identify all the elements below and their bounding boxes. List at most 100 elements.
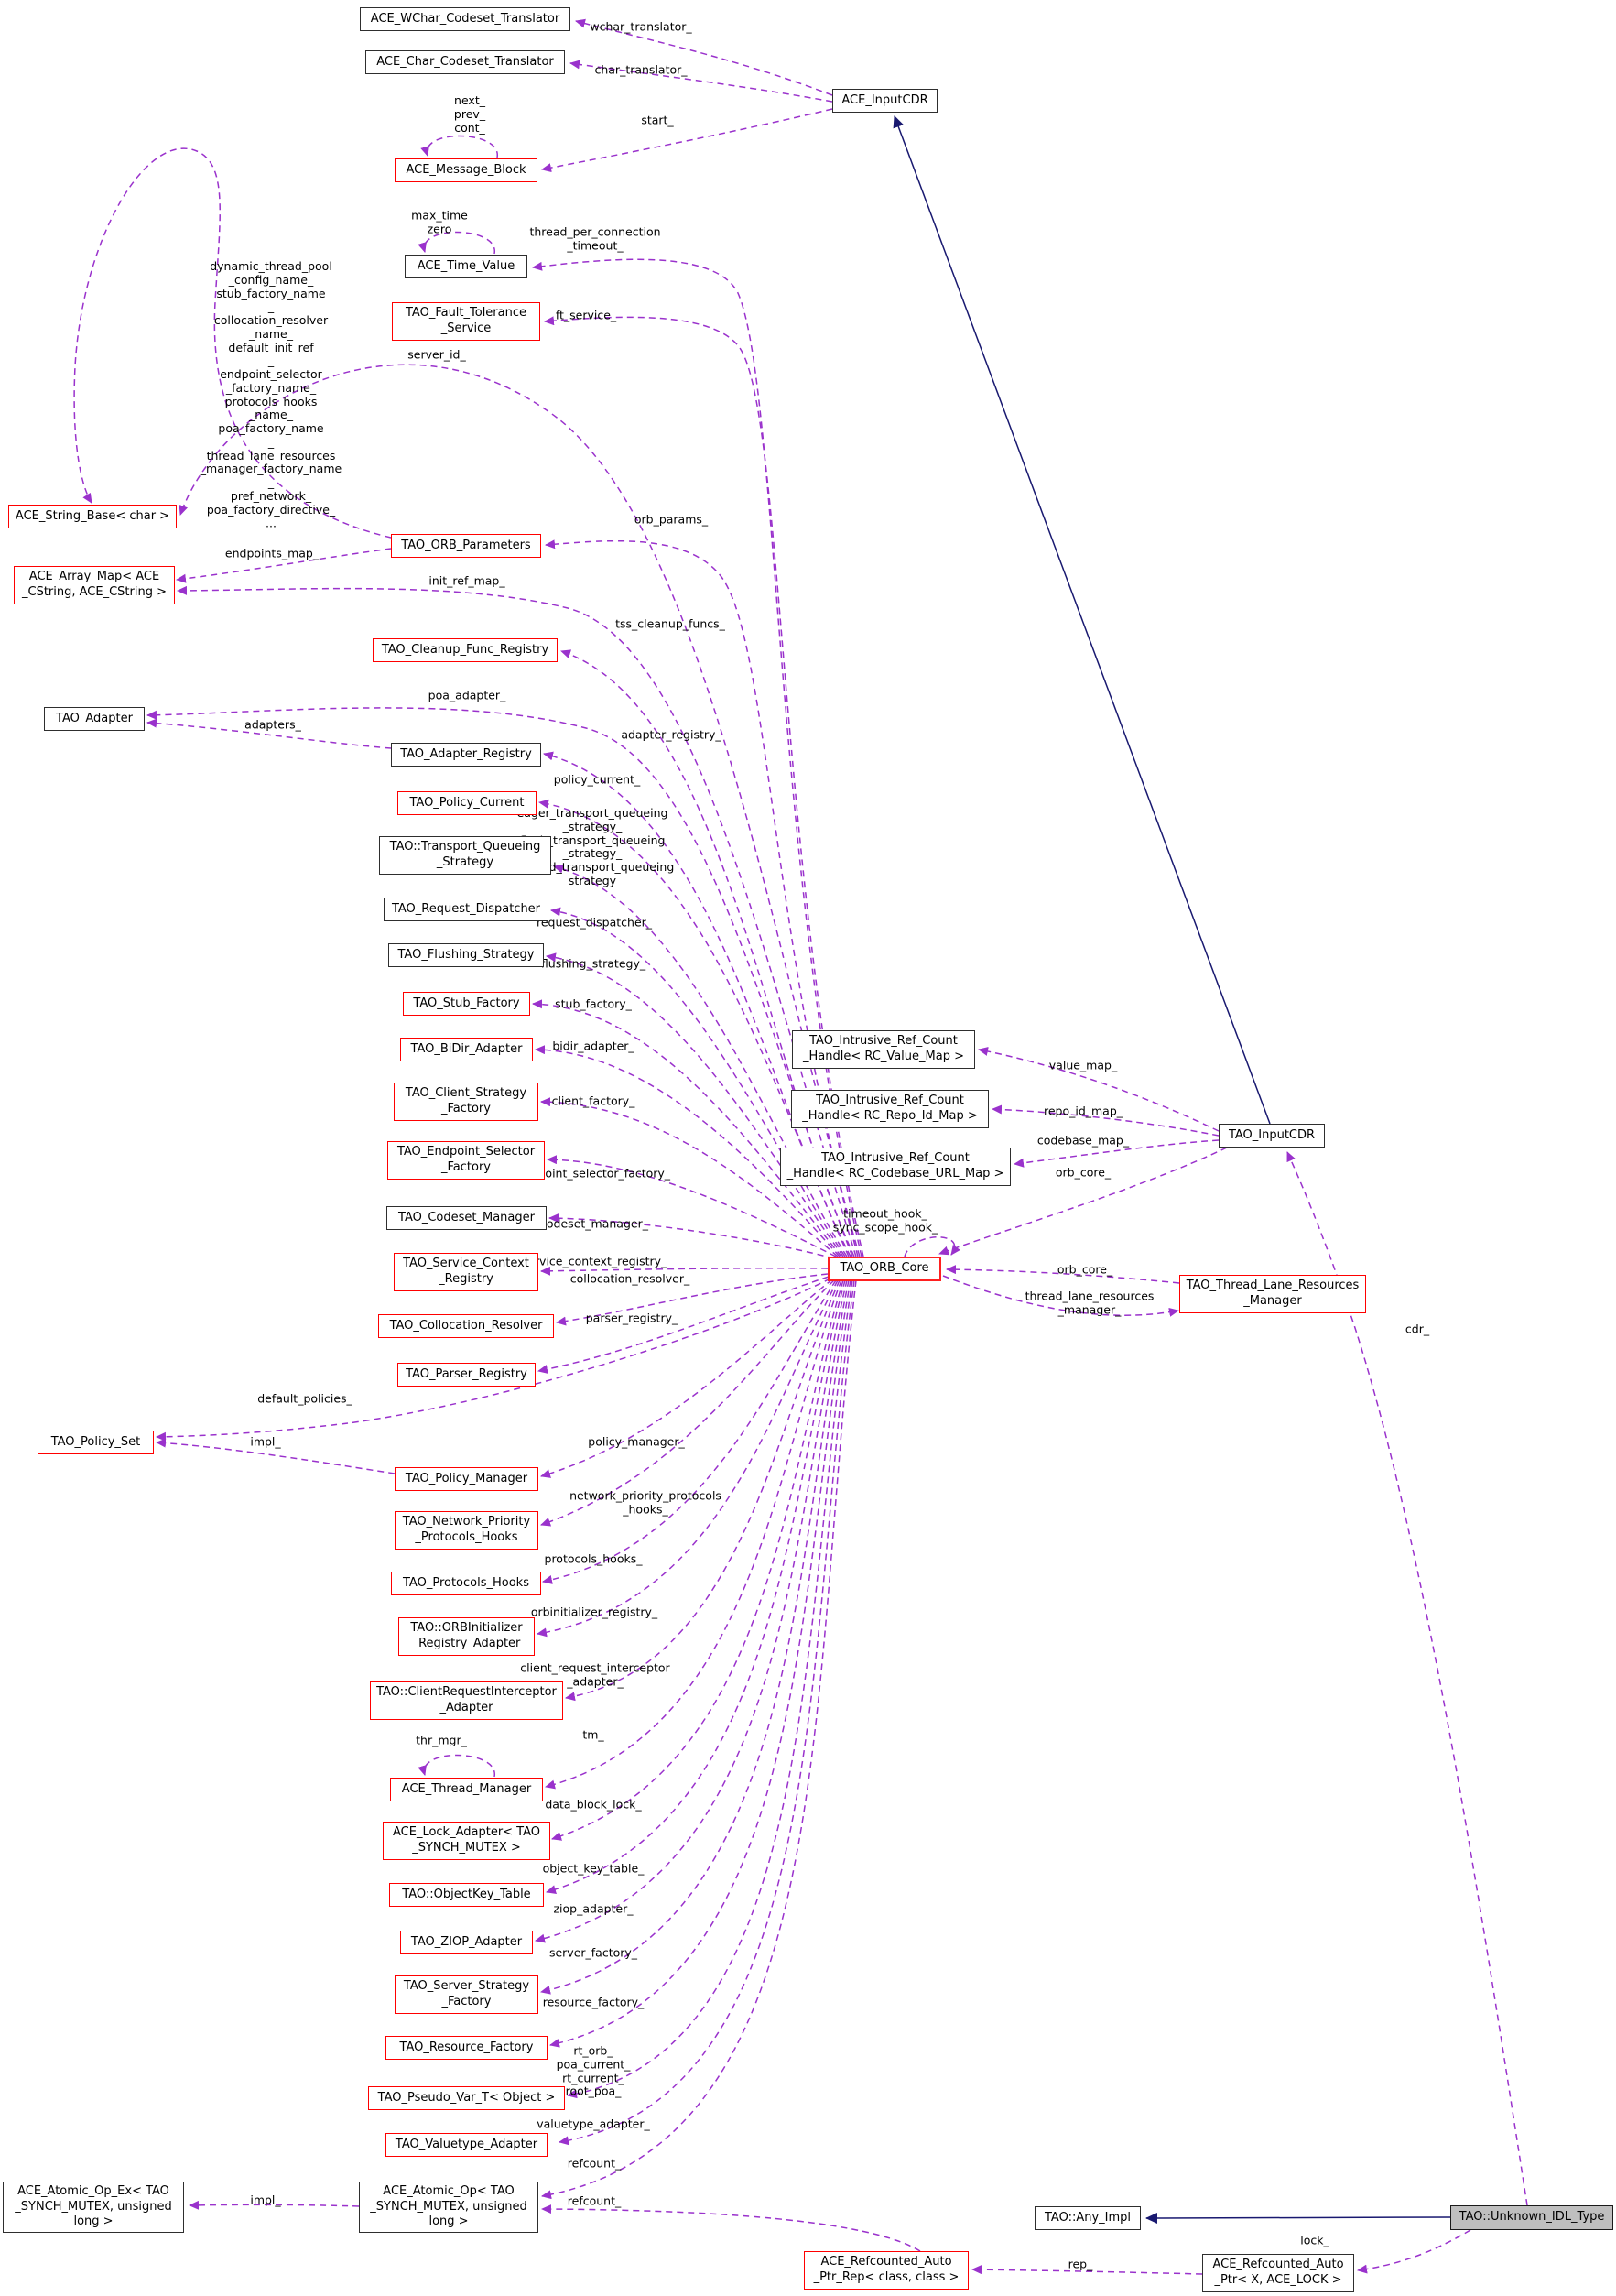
class-node-tao-orb-core[interactable]: TAO_ORB_Core (828, 1257, 941, 1281)
edge-label-orb-core-tlrm: orb_core_ (1057, 1262, 1113, 1277)
class-node-tao-valuetype-adapter[interactable]: TAO_Valuetype_Adapter (385, 2133, 548, 2157)
edge-orbcore-selfloop (904, 1236, 960, 1257)
edge-label-data-block-lock: data_block_lock_ (545, 1797, 642, 1812)
class-node-tao-fault-tolerance-service[interactable]: TAO_Fault_Tolerance _Service (392, 302, 540, 341)
class-node-tao-parser-registry[interactable]: TAO_Parser_Registry (397, 1363, 536, 1387)
edge-label-wchar-translator: wchar_translator_ (590, 19, 692, 34)
edge-label-object-key-table: object_key_table_ (542, 1861, 645, 1876)
class-node-tao-protocols-hooks[interactable]: TAO_Protocols_Hooks (391, 1572, 541, 1595)
edge-msgblk-selfloop (420, 135, 498, 158)
class-node-tao-ziop-adapter[interactable]: TAO_ZIOP_Adapter (400, 1931, 533, 1954)
class-node-tao-unknown-idl-type[interactable]: TAO::Unknown_IDL_Type (1450, 2205, 1613, 2230)
edge-label-tss-cleanup-funcs: tss_cleanup_funcs_ (615, 616, 725, 631)
class-node-tao-pseudo-var-t[interactable]: TAO_Pseudo_Var_T< Object > (368, 2086, 565, 2110)
class-node-tao-intrusive-ref-count-value-map[interactable]: TAO_Intrusive_Ref_Count _Handle< RC_Valu… (792, 1030, 975, 1069)
edge-cdr (1286, 1151, 1528, 2206)
class-node-ace-wchar-codeset-translator[interactable]: ACE_WChar_Codeset_Translator (360, 7, 570, 31)
edge-label-adapter-registry: adapter_registry_ (621, 727, 721, 742)
edge-adapters (146, 718, 392, 749)
class-node-tao-policy-current[interactable]: TAO_Policy_Current (397, 791, 537, 815)
edge-bidir-adapter (535, 1045, 841, 1257)
edge-label-endpoint-selector-factory: endpoint_selector_factory_ (515, 1166, 671, 1181)
class-node-tao-objectkey-table[interactable]: TAO::ObjectKey_Table (389, 1883, 544, 1907)
edge-label-resource-factory: resource_factory_ (542, 1995, 645, 2009)
edge-endpoints-map (176, 548, 392, 583)
class-node-ace-refcounted-auto-ptr-rep[interactable]: ACE_Refcounted_Auto _Ptr_Rep< class, cla… (804, 2251, 969, 2290)
edge-label-orb-core-inputcdr: orb_core_ (1055, 1165, 1112, 1180)
class-node-ace-string-base[interactable]: ACE_String_Base< char > (8, 505, 177, 528)
class-node-tao-stub-factory[interactable]: TAO_Stub_Factory (403, 992, 530, 1016)
class-node-ace-time-value[interactable]: ACE_Time_Value (405, 255, 527, 278)
class-node-tao-orbinitializer-registry-adapter[interactable]: TAO::ORBInitializer _Registry_Adapter (398, 1617, 535, 1656)
edge-timeval-selfloop (418, 231, 495, 255)
edge-client-factory (540, 1097, 839, 1257)
class-node-ace-char-codeset-translator[interactable]: ACE_Char_Codeset_Translator (365, 50, 565, 74)
class-node-tao-resource-factory[interactable]: TAO_Resource_Factory (385, 2036, 548, 2060)
edge-refcount-upper (541, 1279, 857, 2200)
class-node-ace-inputcdr[interactable]: ACE_InputCDR (832, 89, 938, 113)
class-node-tao-client-strategy-factory[interactable]: TAO_Client_Strategy _Factory (394, 1083, 538, 1121)
class-node-ace-thread-manager[interactable]: ACE_Thread_Manager (390, 1778, 543, 1801)
class-node-tao-policy-manager[interactable]: TAO_Policy_Manager (395, 1467, 538, 1491)
edge-label-ellipsis: ... (266, 516, 277, 530)
class-node-tao-codeset-manager[interactable]: TAO_Codeset_Manager (386, 1206, 547, 1230)
edge-thread-lane-resources-manager (942, 1275, 1179, 1317)
edge-ft-service (544, 316, 864, 1257)
class-node-tao-flushing-strategy[interactable]: TAO_Flushing_Strategy (388, 943, 544, 967)
class-node-tao-inputcdr[interactable]: TAO_InputCDR (1219, 1124, 1325, 1148)
class-node-ace-message-block[interactable]: ACE_Message_Block (395, 158, 537, 182)
class-node-tao-endpoint-selector-factory[interactable]: TAO_Endpoint_Selector _Factory (387, 1141, 545, 1180)
class-node-tao-policy-set[interactable]: TAO_Policy_Set (38, 1431, 154, 1454)
class-node-tao-bidir-adapter[interactable]: TAO_BiDir_Adapter (400, 1038, 533, 1061)
edge-label-refcount-lower: refcount_ (567, 2193, 622, 2208)
class-node-ace-array-map[interactable]: ACE_Array_Map< ACE _CString, ACE_CString… (14, 566, 175, 604)
edge-label-endpoints-map: endpoints_map_ (224, 546, 320, 560)
edge-label-orb-params: orb_params_ (634, 512, 709, 527)
edge-label-impl-policy: impl_ (250, 1434, 281, 1449)
class-node-ace-refcounted-auto-ptr[interactable]: ACE_Refcounted_Auto _Ptr< X, ACE_LOCK > (1202, 2254, 1354, 2292)
edge-label-request-dispatcher: request_dispatcher_ (536, 915, 653, 930)
class-node-tao-network-priority-protocols-hooks[interactable]: TAO_Network_Priority _Protocols_Hooks (395, 1511, 538, 1550)
edge-lock (1357, 2229, 1471, 2274)
edge-poa-adapter (146, 707, 853, 1257)
edge-label-rep: rep_ (1068, 2257, 1093, 2271)
edge-label-lock: lock_ (1300, 2233, 1329, 2247)
edge-server-factory (540, 1279, 850, 1995)
edge-valuetype-adapter (559, 1279, 855, 2146)
edge-label-bidir-adapter: bidir_adapter_ (552, 1039, 634, 1053)
class-node-tao-intrusive-ref-count-codebase-url-map[interactable]: TAO_Intrusive_Ref_Count _Handle< RC_Code… (780, 1148, 1011, 1186)
edge-init-ref-map (177, 585, 857, 1257)
edge-impl-policy (156, 1438, 396, 1474)
class-node-tao-adapter-registry[interactable]: TAO_Adapter_Registry (391, 743, 541, 767)
edge-server-id (179, 364, 859, 1257)
class-node-tao-orb-parameters[interactable]: TAO_ORB_Parameters (391, 534, 541, 558)
edge-label-service-context-registry: service_context_registry_ (521, 1254, 667, 1268)
class-node-tao-adapter[interactable]: TAO_Adapter (44, 707, 145, 731)
class-node-tao-thread-lane-resources-manager[interactable]: TAO_Thread_Lane_Resources _Manager (1179, 1275, 1366, 1313)
class-node-ace-atomic-op-ex[interactable]: ACE_Atomic_Op_Ex< TAO _SYNCH_MUTEX, unsi… (3, 2182, 184, 2233)
class-node-ace-lock-adapter[interactable]: ACE_Lock_Adapter< TAO _SYNCH_MUTEX > (383, 1822, 550, 1860)
edge-label-refcount-upper: refcount_ (567, 2156, 622, 2171)
class-node-tao-server-strategy-factory[interactable]: TAO_Server_Strategy _Factory (395, 1975, 538, 2014)
class-node-tao-service-context-registry[interactable]: TAO_Service_Context _Registry (394, 1253, 538, 1291)
edge-label-orbinitializer-registry: orbinitializer_registry_ (530, 1605, 658, 1619)
edge-ziop-adapter (535, 1279, 848, 1943)
class-node-tao-any-impl[interactable]: TAO::Any_Impl (1035, 2206, 1141, 2230)
class-node-tao-collocation-resolver[interactable]: TAO_Collocation_Resolver (378, 1314, 554, 1338)
edge-label-server-id: server_id_ (407, 347, 466, 362)
edge-label-char-translator: char_translator_ (594, 62, 688, 77)
edge-codeset-manager (548, 1213, 835, 1259)
edge-label-max-time-zero: max_time zero (411, 208, 468, 235)
edge-service-context-registry (540, 1266, 829, 1276)
class-node-tao-cleanup-func-registry[interactable]: TAO_Cleanup_Func_Registry (373, 638, 558, 662)
edge-flushing-strategy (546, 952, 844, 1257)
edge-thread-per-connection-timeout (532, 258, 862, 1257)
class-node-tao-clientrequestinterceptor-adapter[interactable]: TAO::ClientRequestInterceptor _Adapter (370, 1681, 563, 1720)
class-node-ace-atomic-op[interactable]: ACE_Atomic_Op< TAO _SYNCH_MUTEX, unsigne… (359, 2182, 538, 2233)
class-node-tao-transport-queueing-strategy[interactable]: TAO::Transport_Queueing _Strategy (379, 836, 551, 875)
class-node-tao-intrusive-ref-count-repo-id-map[interactable]: TAO_Intrusive_Ref_Count _Handle< RC_Repo… (791, 1090, 989, 1128)
edge-label-thread-lane-resources-manager: thread_lane_resources _manager_ (1025, 1289, 1155, 1316)
edge-repo-id-map (992, 1104, 1220, 1137)
class-node-tao-request-dispatcher[interactable]: TAO_Request_Dispatcher (384, 898, 548, 921)
edge-label-thread-per-connection-timeout: thread_per_connection _timeout_ (529, 224, 661, 252)
